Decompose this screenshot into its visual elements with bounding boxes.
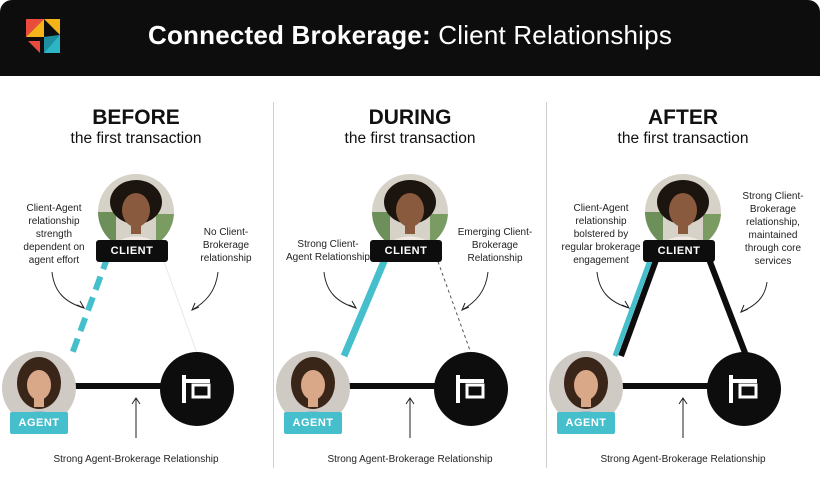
bottom-note: Strong Agent-Brokerage Relationship	[327, 454, 493, 465]
curved-arrow	[461, 271, 489, 311]
client-brokerage-line	[435, 255, 473, 357]
client-agent-line	[612, 251, 656, 357]
sign-post-icon	[729, 375, 758, 403]
curved-arrow	[191, 271, 219, 311]
client-brokerage-line	[161, 255, 199, 357]
client-agent-line	[340, 250, 392, 358]
curved-arrow	[51, 271, 85, 309]
brokerage-node	[160, 352, 234, 426]
title-regular: Client Relationships	[430, 20, 673, 50]
title-bold: Connected Brokerage:	[147, 20, 431, 50]
panel-subheading: the first transaction	[344, 130, 476, 147]
client-agent-line	[69, 254, 111, 356]
panel-heading: DURING	[368, 106, 452, 129]
brand-logo-icon	[26, 19, 60, 53]
panel-before: BEFORE the first transaction Client-Agen…	[0, 76, 272, 500]
curved-arrow	[596, 271, 630, 309]
panel-after: AFTER the first transaction Client-Agent…	[547, 76, 819, 500]
panel-subheading: the first transaction	[70, 130, 202, 147]
relationship-lines	[323, 250, 489, 438]
left-note: Strong Client-Agent Relationship	[286, 239, 370, 263]
client-avatar	[645, 174, 721, 250]
relationship-lines	[51, 254, 219, 438]
bottom-note: Strong Agent-Brokerage Relationship	[600, 454, 766, 465]
client-agent-line-dark	[618, 250, 662, 358]
curved-arrow	[323, 271, 357, 309]
client-badge: CLIENT	[96, 240, 168, 262]
bottom-note: Strong Agent-Brokerage Relationship	[53, 454, 219, 465]
client-avatar	[372, 174, 448, 250]
panel-during: DURING the first transaction Strong Clie…	[274, 76, 546, 500]
brokerage-node	[434, 352, 508, 426]
client-brokerage-line	[704, 252, 750, 360]
brokerage-node	[707, 352, 781, 426]
client-avatar	[98, 174, 174, 250]
page-title: Connected Brokerage: Client Relationship…	[0, 20, 820, 51]
agent-badge: AGENT	[557, 412, 615, 434]
relationship-lines	[596, 250, 768, 438]
curved-arrow	[740, 281, 768, 313]
sign-post-icon	[182, 375, 211, 403]
client-badge: CLIENT	[643, 240, 715, 262]
column-divider	[546, 102, 547, 468]
panel-heading: BEFORE	[92, 106, 180, 129]
client-badge: CLIENT	[370, 240, 442, 262]
panel-heading: AFTER	[648, 106, 718, 129]
column-divider	[273, 102, 274, 468]
sign-post-icon	[456, 375, 485, 403]
panel-subheading: the first transaction	[617, 130, 749, 147]
header-bar: Connected Brokerage: Client Relationship…	[0, 0, 820, 76]
agent-badge: AGENT	[284, 412, 342, 434]
agent-badge: AGENT	[10, 412, 68, 434]
